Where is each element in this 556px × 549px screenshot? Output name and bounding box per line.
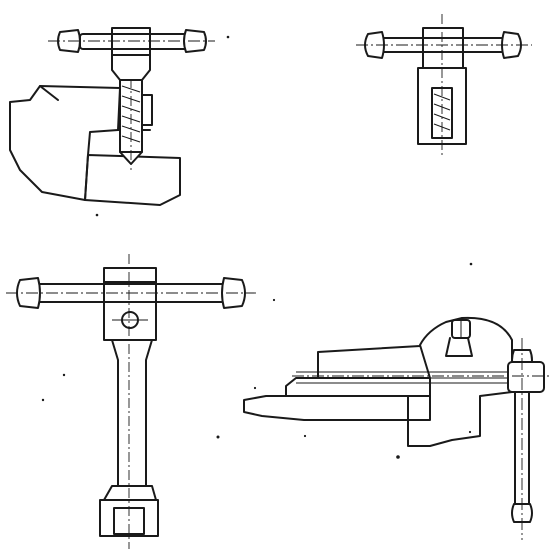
view-wrench-on-clamp xyxy=(9,27,215,206)
view-wrench-section xyxy=(356,14,532,158)
view-bench-vise xyxy=(243,316,552,540)
wrench-head xyxy=(103,267,157,341)
workpiece-left-jaw xyxy=(9,85,121,201)
t-bar xyxy=(79,33,193,50)
vise-fixed-jaw xyxy=(407,316,513,447)
vise-base xyxy=(243,395,409,421)
scan-noise xyxy=(41,35,473,459)
workpiece-lower-block xyxy=(84,154,181,206)
vise-slide xyxy=(285,377,431,397)
vise-jaw-body xyxy=(317,331,441,379)
t-bar-left-knob xyxy=(364,31,385,59)
wrench-shank xyxy=(111,339,153,487)
view-long-wrench xyxy=(6,254,256,549)
bottom-socket xyxy=(99,499,159,537)
